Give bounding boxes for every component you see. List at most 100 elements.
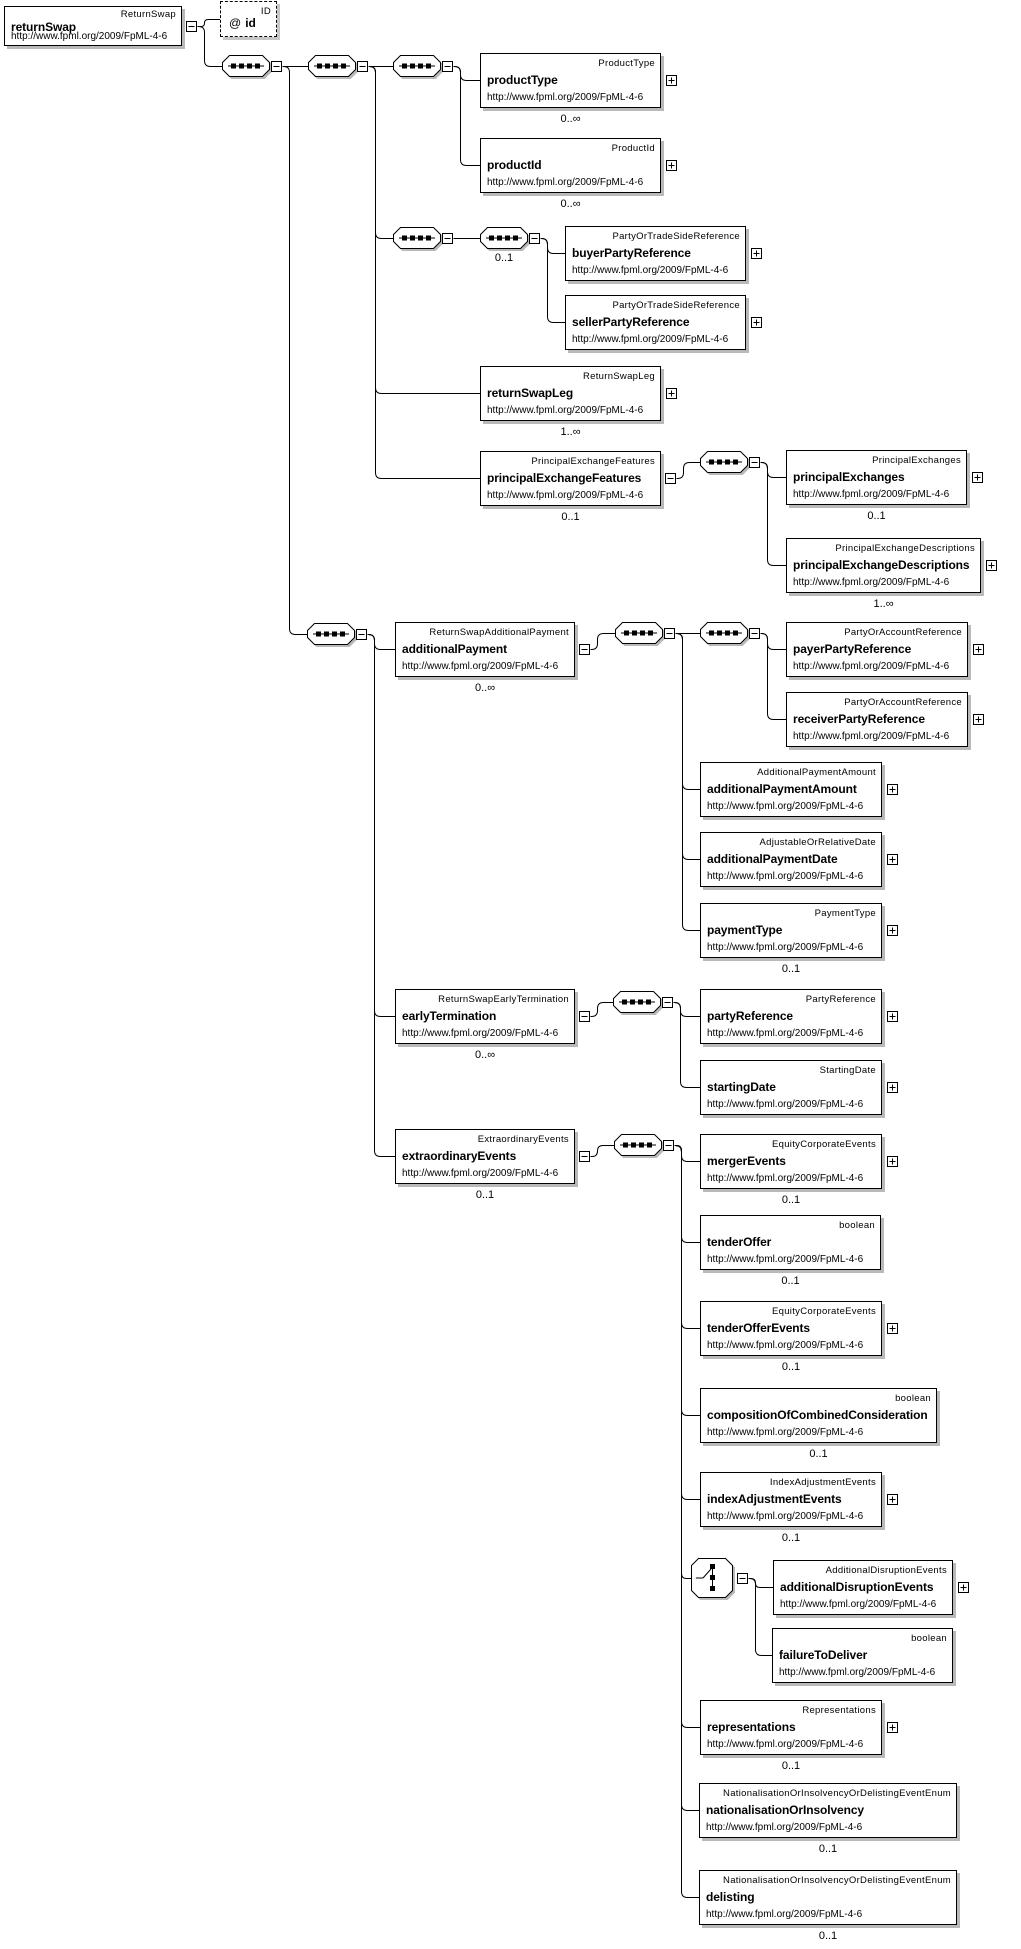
namespace-label: http://www.fpml.org/2009/FpML-4-6 [707,1099,864,1110]
type-label: PartyOrAccountReference [844,697,962,708]
element-name: returnSwap [11,20,77,34]
collapse-icon[interactable] [749,627,760,639]
collapse-icon[interactable] [579,1010,590,1022]
collapse-icon[interactable] [529,232,540,244]
expand-icon[interactable] [751,247,762,259]
sequence-icon[interactable] [393,227,445,253]
namespace-label: http://www.fpml.org/2009/FpML-4-6 [706,1909,863,1920]
expand-icon[interactable] [972,471,983,483]
sequence-icon[interactable] [613,991,665,1017]
type-label: PartyReference [805,994,876,1005]
expand-icon[interactable] [887,783,898,795]
attribute-box-id[interactable]: ID@id [220,1,277,37]
expand-icon[interactable] [887,1155,898,1167]
collapse-icon[interactable] [737,1572,748,1584]
choice-icon[interactable] [691,1558,737,1602]
type-label: AdditionalDisruptionEvents [825,1565,947,1576]
collapse-icon[interactable] [442,60,453,72]
collapse-icon[interactable] [664,627,675,639]
connector [453,66,481,166]
sequence-icon[interactable] [307,623,359,649]
element-name: principalExchangeFeatures [487,471,642,485]
element-name: delisting [706,1890,755,1904]
cardinality-label: 1..∞ [560,426,581,438]
expand-icon[interactable] [887,1081,898,1093]
expand-icon[interactable] [958,1581,969,1593]
connector [368,66,481,479]
expand-icon[interactable] [887,1010,898,1022]
collapse-icon[interactable] [442,232,453,244]
namespace-label: http://www.fpml.org/2009/FpML-4-6 [793,489,950,500]
element-box-delisting[interactable]: NationalisationOrInsolvencyOrDelistingEv… [699,1870,957,1925]
expand-icon[interactable] [666,159,677,171]
collapse-icon[interactable] [186,20,197,32]
expand-icon[interactable] [887,1493,898,1505]
sequence-icon[interactable] [615,622,667,648]
connector [197,26,223,67]
collapse-icon[interactable] [749,456,760,468]
cardinality-label: 0..1 [818,1843,838,1855]
sequence-icon[interactable] [700,451,752,477]
expand-icon[interactable] [973,643,984,655]
collapse-icon[interactable] [271,60,282,72]
connector [748,1578,774,1588]
expand-icon[interactable] [887,924,898,936]
expand-icon[interactable] [986,559,997,571]
connector [197,19,221,27]
sequence-icon[interactable] [700,622,752,648]
sequence-icon[interactable] [308,55,360,81]
sequence-icon[interactable] [480,227,532,253]
expand-icon[interactable] [751,316,762,328]
collapse-icon[interactable] [663,1139,674,1151]
element-name: representations [707,1720,796,1734]
type-label: ProductId [611,143,655,154]
element-box-nationalisationOrInsolvency[interactable]: NationalisationOrInsolvencyOrDelistingEv… [699,1783,957,1838]
expand-icon[interactable] [666,387,677,399]
expand-icon[interactable] [973,713,984,725]
expand-icon[interactable] [887,853,898,865]
type-label: EquityCorporateEvents [772,1306,876,1317]
collapse-icon[interactable] [665,472,676,484]
collapse-icon[interactable] [579,643,590,655]
cardinality-label: 0..1 [781,1532,801,1544]
expand-icon[interactable] [887,1721,898,1733]
element-name: compositionOfCombinedConsideration [707,1408,928,1422]
collapse-icon[interactable] [357,60,368,72]
sequence-icon[interactable] [393,55,445,81]
collapse-icon[interactable] [579,1150,590,1162]
sequence-icon[interactable] [222,55,274,81]
sequence-icon[interactable] [614,1134,666,1160]
expand-icon[interactable] [887,1322,898,1334]
collapse-icon[interactable] [662,996,673,1008]
expand-icon[interactable] [666,74,677,86]
namespace-label: http://www.fpml.org/2009/FpML-4-6 [707,1173,864,1184]
collapse-icon[interactable] [356,628,367,640]
